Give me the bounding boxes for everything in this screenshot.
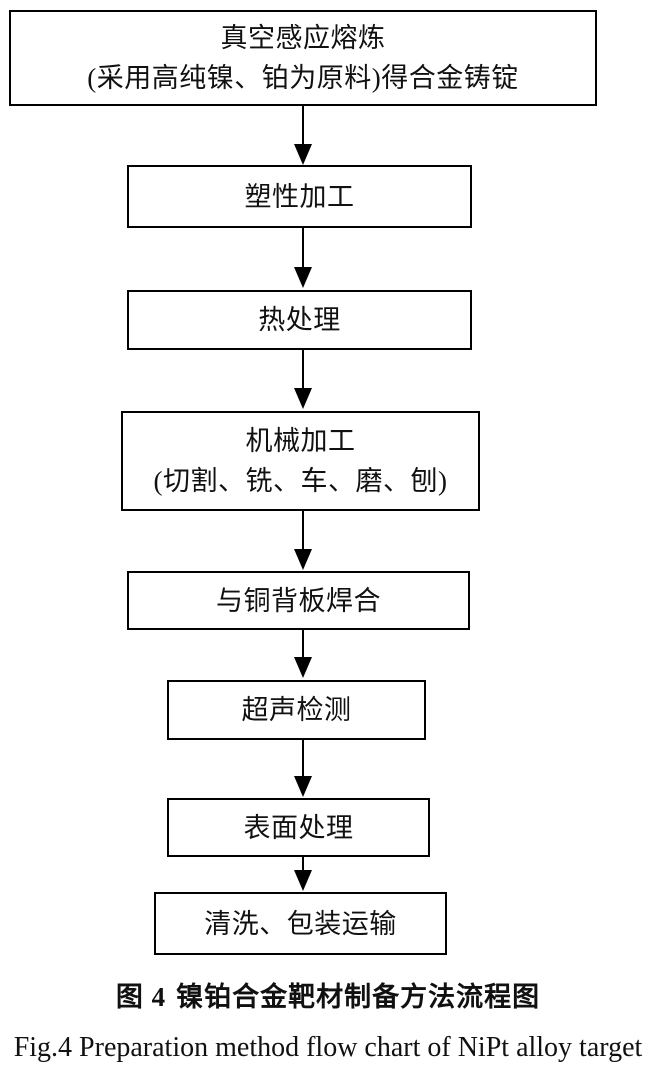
arrow-shaft [302, 630, 304, 659]
flow-node-label-line1: 热处理 [258, 305, 341, 335]
figure-number-label: 图 4 [115, 982, 167, 1012]
flow-node-heat-treatment[interactable]: 热处理 [127, 290, 472, 350]
flow-node-ultrasonic-inspection[interactable]: 超声检测 [167, 680, 426, 740]
arrow-shaft [302, 106, 304, 146]
arrow-shaft [302, 857, 304, 872]
arrow-head-down-icon [294, 870, 312, 891]
flow-node-label-line1: 表面处理 [243, 812, 354, 843]
flow-node-cleaning-packaging-shipping[interactable]: 清洗、包装运输 [154, 892, 447, 955]
flow-node-plastic-working[interactable]: 塑性加工 [127, 165, 472, 228]
arrow-head-down-icon [294, 776, 312, 797]
arrow-head-down-icon [294, 144, 312, 165]
arrow-head-down-icon [294, 267, 312, 288]
arrow-shaft [302, 740, 304, 778]
flow-node-label-line2: (采用高纯镍、铂为原料)得合金铸锭 [87, 63, 519, 93]
figure-caption-chinese-text: 镍铂合金靶材制备方法流程图 [176, 982, 541, 1012]
flow-node-label-line1: 塑性加工 [244, 181, 355, 212]
arrow-head-down-icon [294, 657, 312, 678]
flow-node-label-line1: 机械加工 [245, 426, 356, 456]
flow-node-surface-treatment[interactable]: 表面处理 [167, 798, 430, 857]
flow-node-label-line1: 与铜背板焊合 [216, 585, 381, 616]
arrow-shaft [302, 511, 304, 551]
figure-caption-english: Fig.4 Preparation method flow chart of N… [13, 1032, 643, 1063]
arrow-head-down-icon [294, 549, 312, 570]
flow-node-label-line2: (切割、铣、车、磨、刨) [153, 466, 448, 496]
arrow-shaft [302, 350, 304, 390]
flow-node-machining[interactable]: 机械加工 (切割、铣、车、磨、刨) [121, 411, 480, 511]
arrow-head-down-icon [294, 388, 312, 409]
flow-node-vacuum-induction-melting[interactable]: 真空感应熔炼 (采用高纯镍、铂为原料)得合金铸锭 [9, 10, 597, 106]
flow-node-copper-backplate-welding[interactable]: 与铜背板焊合 [127, 571, 470, 630]
flow-node-label-line1: 超声检测 [241, 695, 352, 725]
flow-node-label-line1: 清洗、包装运输 [204, 908, 397, 939]
flow-node-label-line1: 真空感应熔炼 [220, 23, 386, 53]
figure-caption-chinese: 图 4 镍铂合金靶材制备方法流程图 [0, 975, 656, 1014]
arrow-shaft [302, 228, 304, 269]
